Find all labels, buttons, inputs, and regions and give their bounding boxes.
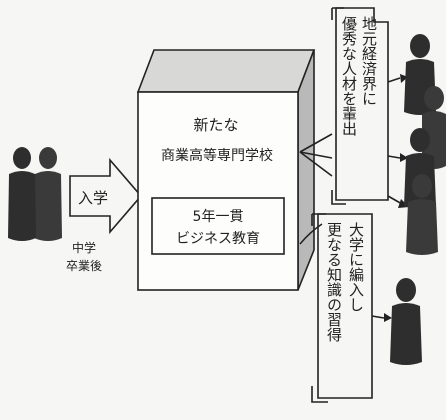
school-box — [136, 49, 316, 291]
outcome-bottom-bubble — [311, 213, 373, 403]
program-line1: 5年一貫 — [193, 209, 244, 225]
school-name-line1: 新たな — [193, 116, 238, 134]
outcome-bottom-col1: 大学に編入し — [347, 222, 365, 312]
students-entering-icon — [8, 147, 62, 241]
outcome-bottom-col2: 更なる知識の習得 — [325, 222, 343, 342]
origin-line2: 卒業後 — [66, 259, 102, 273]
program-line2: ビジネス教育 — [176, 231, 260, 247]
connector-lines-top — [299, 133, 333, 177]
school-name-line2: 商業高等専門学校 — [161, 147, 273, 164]
outcome-top-col1: 地元経済界に — [360, 16, 378, 106]
entry-arrow-label: 入学 — [78, 189, 108, 207]
outcome-top-bubble — [331, 7, 389, 205]
origin-line1: 中学 — [72, 240, 96, 255]
outcome-top-col2: 優秀な人材を輩出 — [340, 16, 358, 136]
program-box — [151, 197, 285, 255]
entry-arrow — [69, 157, 143, 235]
graduate-figures-icon — [390, 34, 446, 365]
outcome-arrows — [371, 74, 409, 322]
connector-line-bottom — [299, 223, 323, 245]
